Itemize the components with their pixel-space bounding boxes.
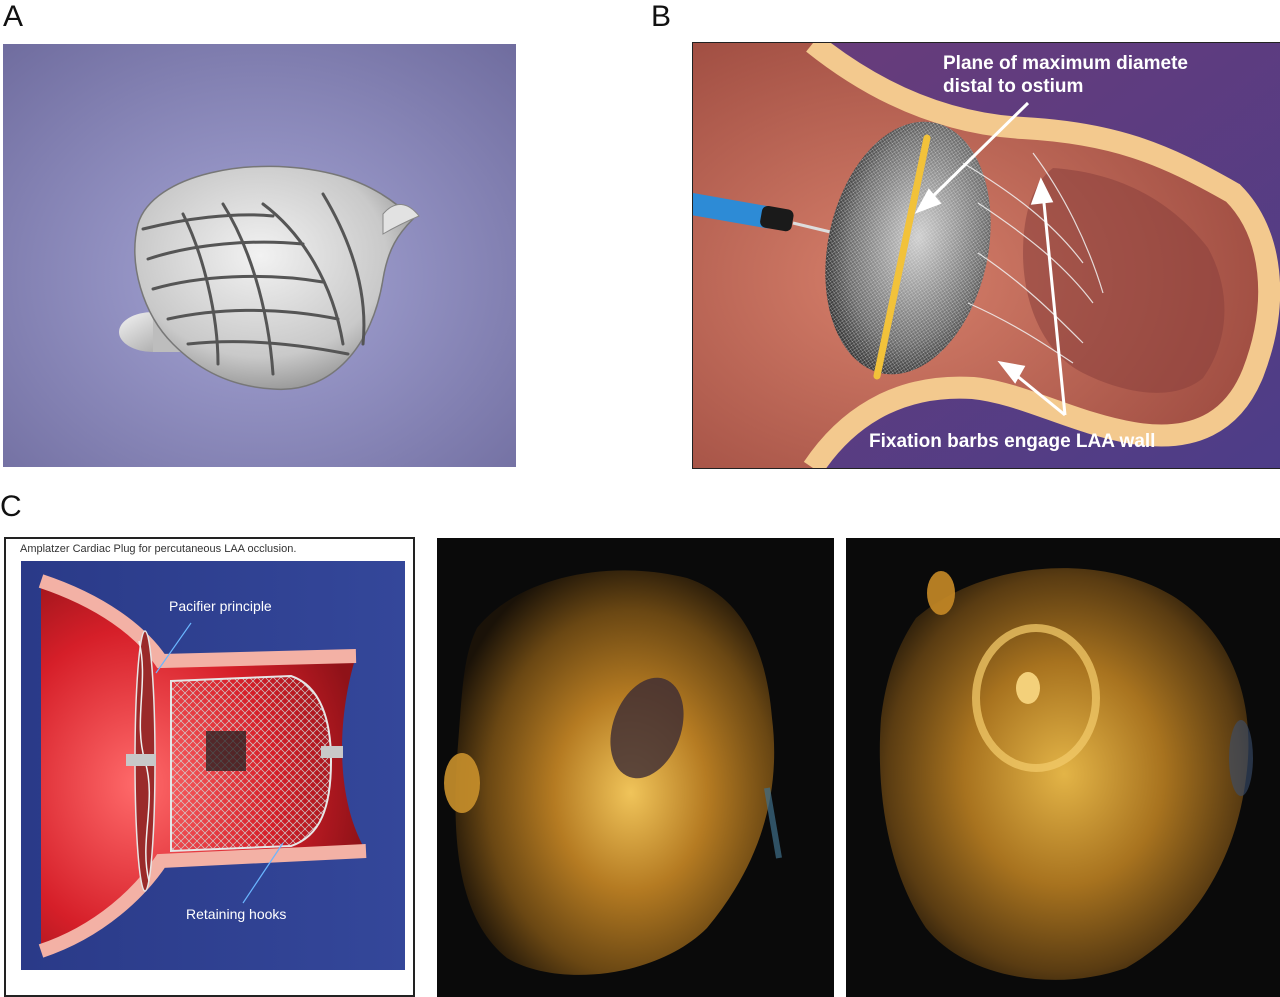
panel-c-caption: Amplatzer Cardiac Plug for percutaneous … xyxy=(20,543,297,555)
fixation-barbs xyxy=(962,152,1104,364)
panel-a-illustration xyxy=(3,44,516,467)
panel-b-letter: B xyxy=(651,0,672,33)
panel-a-letter: A xyxy=(3,0,24,33)
device-struts xyxy=(141,192,366,376)
delivery-catheter xyxy=(693,193,772,229)
label-pacifier-principle: Pacifier principle xyxy=(169,598,272,614)
panel-c-illustration: Pacifier principle Retaining hooks xyxy=(21,561,405,970)
panel-b-illustration: Plane of maximum diamete distal to ostiu… xyxy=(693,43,1280,468)
label-fixation-barbs: Fixation barbs engage LAA wall xyxy=(869,431,1155,452)
panel-c-echo-2 xyxy=(846,538,1280,997)
panel-a-image xyxy=(3,44,516,467)
panel-b-image: Plane of maximum diamete distal to ostiu… xyxy=(692,42,1280,469)
label-plane-line1: Plane of maximum diamete xyxy=(943,53,1188,74)
panel-c-diagram: Amplatzer Cardiac Plug for percutaneous … xyxy=(4,537,415,997)
panel-c-letter: C xyxy=(0,490,22,523)
label-plane-line2: distal to ostium xyxy=(943,76,1083,97)
laa-wall xyxy=(803,43,1280,468)
echo-1-illustration xyxy=(437,538,834,997)
label-retaining-hooks: Retaining hooks xyxy=(186,906,286,922)
plane-max-diameter-bar xyxy=(873,134,931,380)
panel-c-echo-1 xyxy=(437,538,834,997)
echo-2-illustration xyxy=(846,538,1280,997)
acp-lobe xyxy=(170,674,333,853)
